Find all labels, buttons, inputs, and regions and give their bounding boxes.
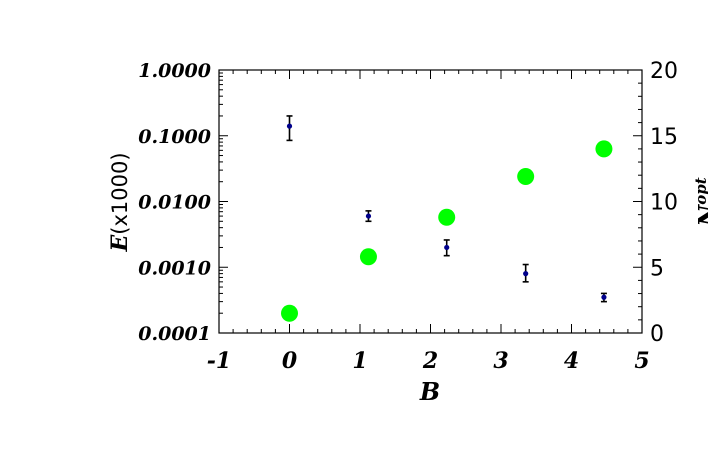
y-left-tick-label: 1.0000 (138, 60, 211, 82)
y-left-tick-label: 0.0001 (138, 323, 211, 345)
y-axis-label-right-var: N (693, 204, 708, 228)
y-right-tick-label: 10 (650, 191, 678, 216)
x-tick-label: 4 (564, 348, 579, 374)
data-point-nopt (281, 304, 298, 322)
y-right-tick-label: 5 (650, 256, 664, 281)
data-point-e (365, 213, 372, 219)
y-axis-label-unit: (x1000) (108, 152, 132, 234)
tick-marks (218, 69, 643, 334)
x-tick-label: 3 (493, 348, 508, 374)
y-left-tick-label: 0.0010 (138, 257, 211, 279)
data-point-nopt (438, 208, 456, 226)
y-right-tick-label: 15 (650, 125, 678, 150)
data-point-e (601, 294, 607, 300)
x-axis-label: B (419, 377, 440, 406)
y-axis-label-right-sup: opt (692, 177, 708, 204)
data-point-nopt (517, 168, 535, 186)
x-tick-label: 1 (352, 348, 367, 374)
data-point-e (286, 123, 293, 129)
x-tick-label: 5 (634, 348, 649, 374)
y-left-tick-label: 0.1000 (138, 126, 211, 148)
y-axis-label-left: E(x1000) (107, 152, 133, 252)
y-axis-label-var: E (107, 234, 133, 253)
y-right-tick-label: 0 (650, 322, 664, 347)
x-tick-label: -1 (207, 348, 231, 374)
tick-labels: -1 0 1 2 3 4 5 1.0000 0.1000 0.0100 0.0010 0.0001 20… (138, 59, 678, 374)
data-point-nopt (595, 140, 613, 158)
data-point-e (444, 244, 450, 251)
x-tick-label: 0 (282, 348, 298, 374)
y-right-tick-label: 20 (650, 59, 678, 84)
data-point-e (523, 271, 529, 277)
data-marks (281, 115, 613, 322)
plot-frame (218, 69, 643, 334)
x-tick-label: 2 (422, 348, 438, 374)
y-axis-label-right: Nopt (692, 177, 708, 227)
data-point-nopt (359, 248, 377, 266)
y-left-tick-label: 0.0100 (138, 192, 211, 214)
